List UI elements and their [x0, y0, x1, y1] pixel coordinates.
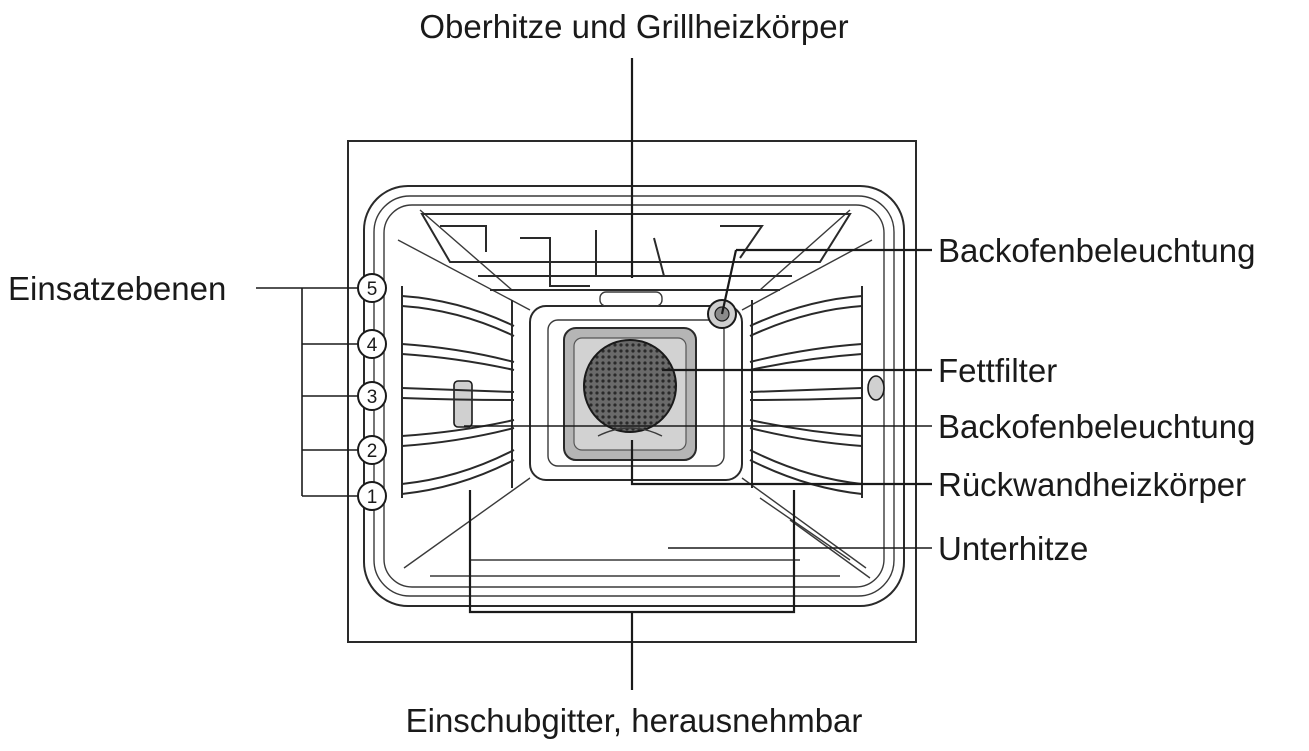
- leader-shelf-racks: [468, 490, 796, 614]
- top-grill-heater: [420, 213, 852, 291]
- oven-light-side-lamp: [453, 380, 473, 428]
- label-top-heater: Oberhitze und Grillheizkörper: [419, 8, 848, 45]
- shelf-level-1: 1: [357, 481, 387, 511]
- shelf-level-bracket: [256, 287, 360, 497]
- leader-oven-light-top: [720, 249, 738, 315]
- shelf-number-2: 2: [367, 441, 378, 462]
- shelf-level-2: 2: [357, 435, 387, 465]
- rear-heater-element: [597, 427, 663, 437]
- shelf-level-5: 5: [357, 273, 387, 303]
- label-shelf-racks: Einschubgitter, herausnehmbar: [406, 702, 863, 739]
- label-shelf-levels: Einsatzebenen: [8, 270, 226, 307]
- oven-floor: [430, 497, 871, 579]
- label-bottom-heat: Unterhitze: [938, 530, 1088, 567]
- shelf-level-4: 4: [357, 329, 387, 359]
- shelf-rack-left: [401, 286, 515, 498]
- leader-rear-heater: [630, 440, 932, 486]
- heater-connector: [599, 291, 663, 307]
- shelf-number-5: 5: [367, 279, 378, 300]
- back-wall-inner: [547, 319, 725, 467]
- shelf-rack-right: [749, 286, 863, 498]
- right-side-lamp: [867, 375, 885, 401]
- shelf-level-3: 3: [357, 381, 387, 411]
- shelf-number-3: 3: [367, 387, 378, 408]
- label-rear-heater: Rückwandheizkörper: [938, 466, 1246, 503]
- shelf-number-1: 1: [367, 487, 378, 508]
- grease-filter-mesh: [583, 339, 677, 433]
- shelf-number-4: 4: [367, 335, 378, 356]
- label-oven-light-top: Backofenbeleuchtung: [938, 232, 1255, 269]
- label-oven-light-side: Backofenbeleuchtung: [938, 408, 1255, 445]
- label-grease-filter: Fettfilter: [938, 352, 1057, 389]
